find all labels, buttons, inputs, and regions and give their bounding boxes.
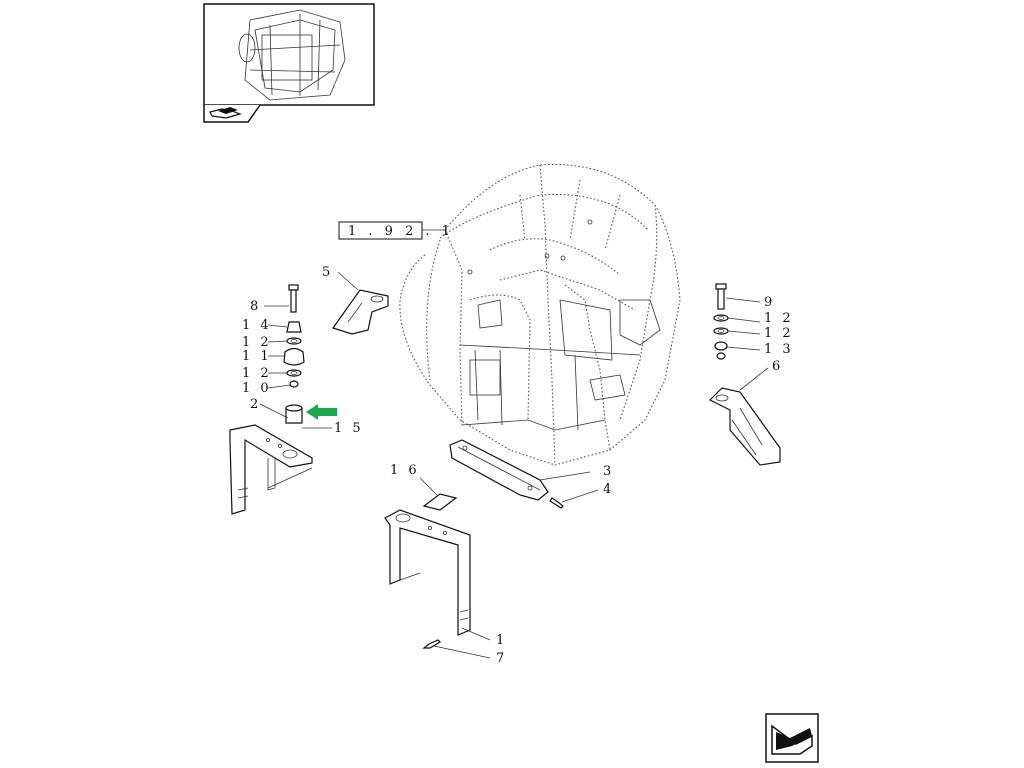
reference-box[interactable]: 1 . 9 2 . 1 (338, 221, 454, 240)
washer-12-bottom (286, 369, 302, 377)
cab-frame-thumbnail (238, 9, 346, 101)
bracket-5 (332, 289, 389, 335)
washer-12-right-bottom (713, 327, 729, 335)
callout-9: 9 (764, 295, 775, 310)
callout-12-a: 1 2 (242, 335, 272, 350)
bush-15 (285, 404, 303, 424)
bracket-2 (229, 424, 313, 515)
highlight-arrow (306, 404, 337, 420)
callout-10: 1 0 (242, 381, 272, 396)
cone-washer-14 (286, 321, 302, 333)
callout-4: 4 (603, 482, 614, 497)
pad-16 (422, 493, 458, 511)
callout-12-c: 1 2 (764, 311, 794, 326)
callout-12-b: 1 2 (242, 366, 272, 381)
washer-12-right-top (713, 314, 729, 322)
washer-13 (714, 341, 728, 351)
screw-7 (422, 639, 441, 649)
washer-12-top (286, 337, 302, 345)
callout-16: 1 6 (390, 463, 420, 478)
callout-14: 1 4 (242, 318, 272, 333)
callout-8: 8 (250, 299, 261, 314)
callout-6: 6 (772, 359, 783, 374)
screw-4 (549, 497, 564, 509)
next-page-arrow-icon (771, 724, 813, 755)
nut-right (716, 352, 726, 360)
bracket-1 (384, 509, 471, 636)
callout-5: 5 (322, 265, 333, 280)
bracket-6 (708, 387, 781, 466)
thumbnail-panel[interactable] (203, 3, 375, 123)
callout-3: 3 (603, 464, 614, 479)
callout-1: 1 (496, 633, 507, 648)
rail-3 (449, 439, 549, 501)
cab-frame (399, 163, 681, 466)
arrow-to-book-icon[interactable] (209, 107, 242, 119)
bolt-9 (715, 283, 727, 310)
callout-15: 1 5 (334, 421, 364, 436)
callout-13: 1 3 (764, 342, 794, 357)
nut-10 (289, 380, 299, 388)
reference-label: 1 . 9 2 . 1 (348, 224, 454, 239)
bolt-8 (288, 284, 299, 313)
callout-12-d: 1 2 (764, 326, 794, 341)
callout-2: 2 (250, 397, 261, 412)
leader-lines (259, 271, 769, 659)
next-page-button[interactable] (765, 713, 819, 763)
callouts: 8 1 4 1 2 1 1 1 2 1 0 2 1 5 5 9 1 2 1 2 … (242, 265, 794, 666)
callout-7: 7 (496, 651, 507, 666)
callout-11: 1 1 (242, 349, 272, 364)
mount-11 (283, 347, 305, 366)
